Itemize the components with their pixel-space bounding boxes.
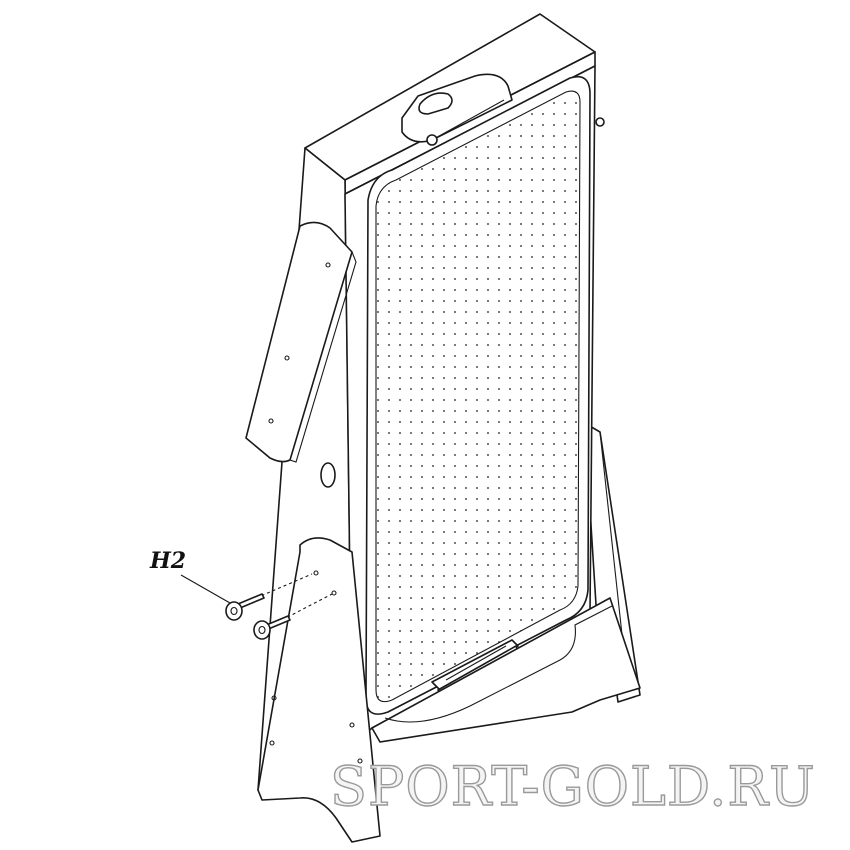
table-frame	[257, 13, 596, 791]
screw-h2-upper	[225, 573, 313, 621]
side-hand-hole	[320, 462, 336, 488]
h2-leader-line	[180, 574, 231, 604]
part-label-h2: H2	[150, 548, 187, 574]
front-stand-rail	[371, 597, 641, 743]
screw-h2-lower	[253, 593, 333, 640]
watermark: SPORT-GOLD.RU	[329, 754, 816, 818]
air-hole-playfield	[375, 90, 581, 703]
side-panel	[245, 221, 357, 463]
front-leg	[257, 537, 381, 843]
top-goal-slot	[401, 73, 605, 146]
